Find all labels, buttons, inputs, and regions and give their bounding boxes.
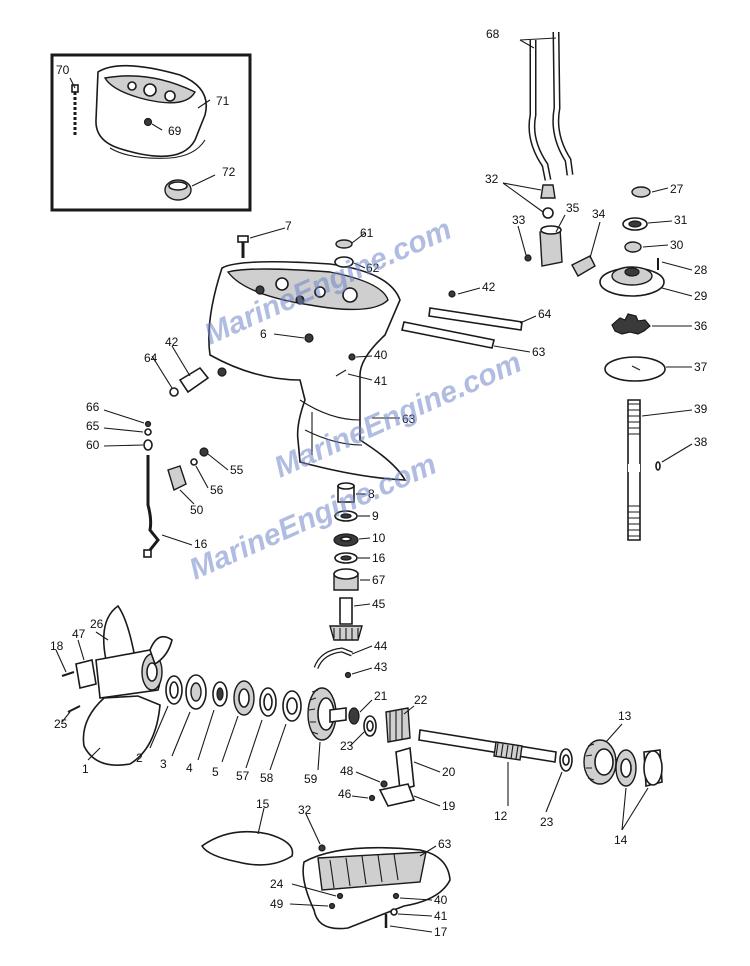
callout-label: 38: [694, 435, 708, 449]
callout-label: 61: [360, 226, 374, 240]
callout-label: 30: [670, 238, 684, 252]
callout-label: 64: [144, 351, 158, 365]
callout-label: 24: [270, 877, 284, 891]
callout-label: 47: [72, 627, 86, 641]
water-tubes: 42 64 63: [401, 280, 552, 359]
callout-label: 64: [538, 307, 552, 321]
lower-gearcase: 32 63 24 49 40 41 17: [270, 803, 452, 939]
propeller-assembly: 18 47 25 26 1: [50, 604, 302, 785]
callout-label: 31: [674, 213, 688, 227]
callout-label: 34: [592, 207, 606, 221]
water-pump-stack: 27 31 30 28 29 36 37 39: [599, 182, 708, 541]
callout-label: 7: [285, 219, 292, 233]
callout-label: 50: [190, 503, 204, 517]
callout-label: 16: [372, 551, 386, 565]
callout-label: 8: [368, 487, 375, 501]
callout-label: 26: [90, 617, 104, 631]
callout-label: 36: [694, 319, 708, 333]
callout-label: 13: [618, 709, 632, 723]
pin-sleeve: 42 64: [144, 335, 210, 397]
callout-label: 59: [304, 772, 318, 786]
callout-label: 23: [340, 739, 354, 753]
callout-label: 12: [494, 809, 508, 823]
callout-label: 67: [372, 573, 386, 587]
callout-label: 2: [136, 751, 143, 765]
callout-label: 25: [54, 717, 68, 731]
clip-pin: 44 43: [313, 639, 388, 679]
callout-label: 15: [256, 797, 270, 811]
callout-label: 42: [165, 335, 179, 349]
callout-label: 63: [402, 412, 416, 426]
callout-label: 62: [366, 261, 380, 275]
callout-label: 4: [186, 761, 193, 775]
callout-label: 45: [372, 597, 386, 611]
callout-label: 32: [485, 172, 499, 186]
callout-label: 33: [512, 213, 526, 227]
callout-label: 17: [434, 925, 448, 939]
callout-label: 27: [670, 182, 684, 196]
callout-label: 56: [210, 483, 224, 497]
callout-label: 49: [270, 897, 284, 911]
shift-rod-assembly: 68 32 35 34 33: [485, 27, 606, 277]
callout-label: 9: [372, 509, 379, 523]
callout-label: 60: [86, 438, 100, 452]
callout-label: 14: [614, 833, 628, 847]
bearing-stack: 8 9 10 16 67 45: [329, 482, 386, 641]
callout-label: 72: [222, 165, 236, 179]
callout-label: 5: [212, 765, 219, 779]
callout-label: 42: [482, 280, 496, 294]
callout-label: 43: [374, 660, 388, 674]
callout-label: 41: [374, 374, 388, 388]
propeller-shaft: 12 23 13 14: [418, 709, 663, 847]
callout-label: 41: [434, 909, 448, 923]
callout-label: 20: [442, 765, 456, 779]
callout-label: 28: [694, 263, 708, 277]
shift-linkage-left: 66 65 60 16: [86, 400, 208, 558]
gear-clutch: 59 21 23 22 20 48 46 19: [304, 687, 456, 813]
callout-label: 18: [50, 639, 64, 653]
callout-label: 63: [438, 837, 452, 851]
gasket: 15: [200, 797, 294, 866]
callout-label: 71: [216, 94, 230, 108]
callout-label: 3: [160, 757, 167, 771]
callout-label: 55: [230, 463, 244, 477]
callout-label: 39: [694, 402, 708, 416]
callout-label: 22: [414, 693, 428, 707]
callout-label: 10: [372, 531, 386, 545]
callout-label: 46: [338, 787, 352, 801]
callout-label: 44: [374, 639, 388, 653]
callout-label: 40: [374, 348, 388, 362]
callout-label: 35: [566, 201, 580, 215]
callout-label: 65: [86, 419, 100, 433]
callout-label: 16: [194, 537, 208, 551]
callout-label: 21: [374, 689, 388, 703]
callout-label: 58: [260, 771, 274, 785]
callout-label: 1: [82, 762, 89, 776]
callout-label: 69: [168, 124, 182, 138]
callout-label: 48: [340, 764, 354, 778]
link-parts: 55 56 50: [167, 447, 244, 517]
callout-label: 29: [694, 289, 708, 303]
callout-label: 23: [540, 815, 554, 829]
inset-box: 70 71 69 72: [50, 53, 252, 212]
callout-label: 66: [86, 400, 100, 414]
callout-label: 57: [236, 769, 250, 783]
callout-label: 19: [442, 799, 456, 813]
gearcase-housing: 7 61 62 6 40 41 63: [208, 219, 416, 481]
callout-label: 68: [486, 27, 500, 41]
callout-label: 37: [694, 360, 708, 374]
callout-label: 40: [434, 893, 448, 907]
callout-label: 70: [56, 63, 70, 77]
callout-label: 6: [260, 327, 267, 341]
callout-label: 63: [532, 345, 546, 359]
callout-label: 32: [298, 803, 312, 817]
